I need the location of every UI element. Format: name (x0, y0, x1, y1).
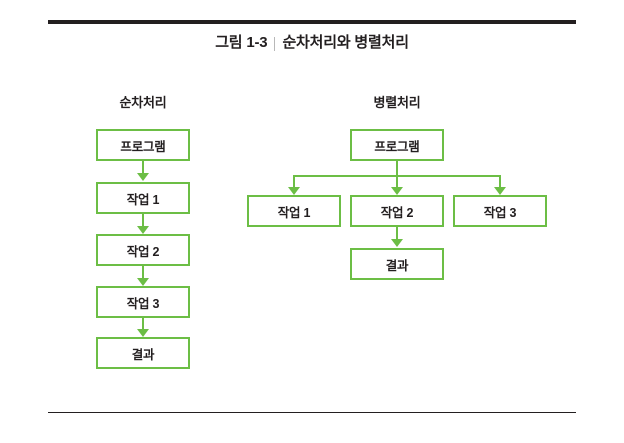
seq-connector-arrow-2 (137, 226, 149, 234)
par-connector-bus (293, 175, 501, 177)
seq-node-result: 결과 (96, 337, 190, 369)
seq-node-task-3: 작업 3 (96, 286, 190, 318)
par-connector-arrow-result (391, 239, 403, 247)
seq-node-task-1: 작업 1 (96, 182, 190, 214)
top-rule (48, 20, 576, 24)
par-node-program: 프로그램 (350, 129, 444, 161)
par-connector-arrow-right (494, 187, 506, 195)
par-node-task-3: 작업 3 (453, 195, 547, 227)
seq-node-program: 프로그램 (96, 129, 190, 161)
figure-title: 그림 1-3 순차처리와 병렬처리 (0, 31, 624, 52)
par-connector-drop-right (499, 177, 501, 189)
figure-number: 그림 1-3 (215, 34, 268, 51)
par-connector-drop-left (293, 177, 295, 189)
par-connector-arrow-left (288, 187, 300, 195)
seq-connector-arrow-3 (137, 278, 149, 286)
par-connector-line-result (396, 227, 398, 241)
seq-connector-arrow-4 (137, 329, 149, 337)
par-node-result: 결과 (350, 248, 444, 280)
seq-connector-line-4 (142, 318, 144, 331)
par-connector-drop-middle (396, 177, 398, 189)
par-node-task-1: 작업 1 (247, 195, 341, 227)
column-caption-parallel: 병렬처리 (373, 95, 421, 110)
par-connector-stem (396, 161, 398, 177)
figure-title-text: 순차처리와 병렬처리 (282, 34, 409, 51)
seq-connector-line-2 (142, 214, 144, 228)
par-node-task-2: 작업 2 (350, 195, 444, 227)
par-connector-arrow-middle (391, 187, 403, 195)
title-separator-icon (274, 37, 276, 52)
seq-node-task-2: 작업 2 (96, 234, 190, 266)
column-caption-sequential: 순차처리 (119, 95, 167, 110)
seq-connector-arrow-1 (137, 173, 149, 181)
seq-connector-line-1 (142, 161, 144, 175)
bottom-rule (48, 412, 576, 413)
seq-connector-line-3 (142, 266, 144, 280)
